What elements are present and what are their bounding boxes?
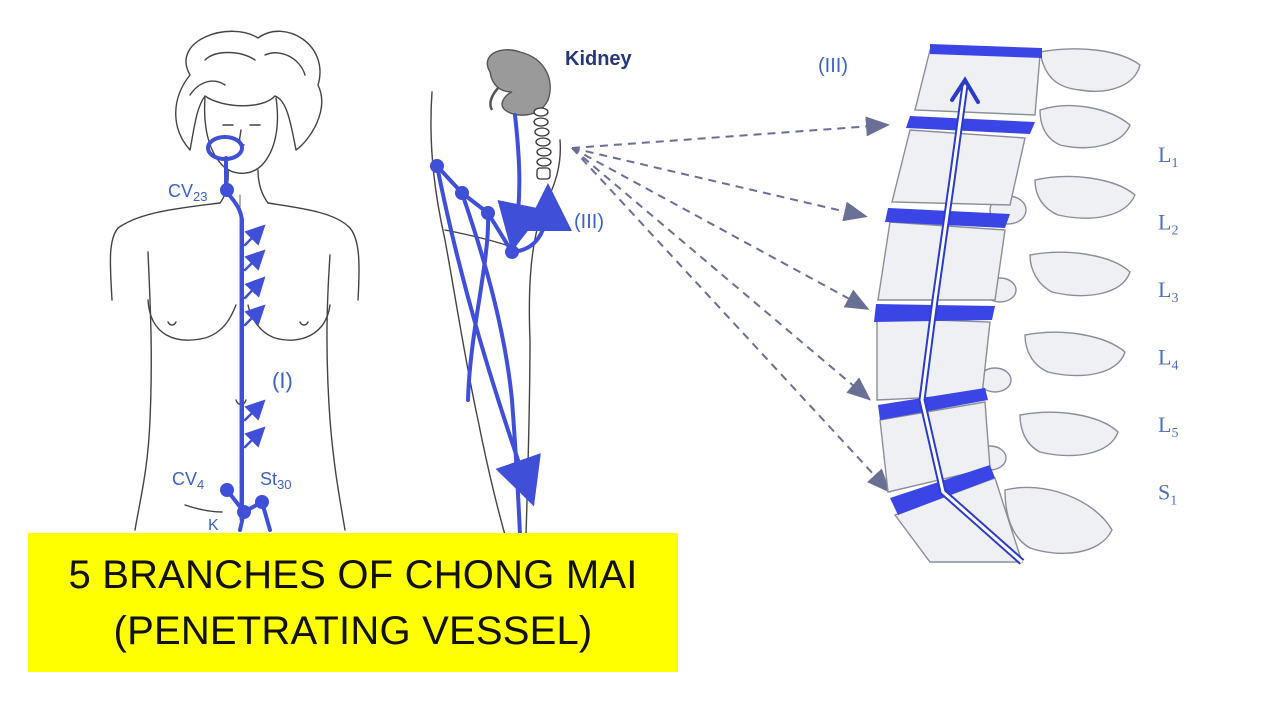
side-vessel	[430, 113, 572, 537]
lumbar-spine	[874, 44, 1141, 565]
side-point-1	[430, 159, 444, 173]
branch-iii-top-label: (III)	[818, 55, 848, 77]
side-body-figure	[430, 49, 562, 536]
caption-box: 5 BRANCHES OF CHONG MAI (PENETRATING VES…	[28, 533, 678, 672]
branch-i-vessel	[206, 135, 272, 532]
vertebra-label-l2: L2	[1158, 210, 1178, 239]
vertebra-label-l1: L1	[1158, 142, 1178, 171]
caption-line-1: 5 BRANCHES OF CHONG MAI	[68, 552, 638, 597]
spine-chain	[533, 107, 552, 180]
cv23-label: CV23	[168, 181, 207, 204]
hair-outline	[175, 30, 323, 151]
mouth-ring	[206, 135, 244, 161]
side-point-2	[455, 186, 469, 200]
dashed-connectors	[571, 116, 891, 493]
spinous-processes	[973, 48, 1141, 554]
branch-i-label: (I)	[272, 368, 293, 393]
st30-label: St30	[260, 469, 291, 492]
kidney-label: Kidney	[565, 48, 633, 70]
kidney-icon	[486, 49, 551, 116]
side-point-3	[481, 206, 495, 220]
side-point-4	[505, 245, 519, 259]
vertebra-label-l3: L3	[1158, 277, 1178, 306]
torso-outline	[109, 202, 360, 301]
face-outline	[203, 97, 279, 174]
vertebra-label-l5: L5	[1158, 412, 1178, 441]
branch-iii-side-label: (III)	[574, 211, 604, 233]
cv23-point	[220, 183, 234, 197]
k-label: K	[208, 517, 219, 534]
cv4-label: CV4	[172, 469, 204, 492]
front-body-figure	[109, 30, 360, 531]
vertebra-label-s1: S1	[1158, 480, 1177, 509]
vertebra-label-l4: L4	[1158, 345, 1178, 374]
caption-line-2: (PENETRATING VESSEL)	[113, 608, 593, 653]
